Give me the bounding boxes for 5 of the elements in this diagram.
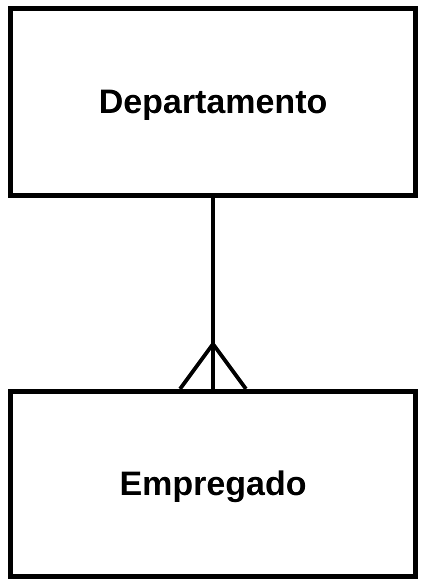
connector-line xyxy=(178,198,248,391)
entity-box xyxy=(8,389,418,579)
entity-box xyxy=(8,6,418,198)
entity-name: Departamento xyxy=(98,82,328,122)
entity-name: Empregado xyxy=(119,464,307,504)
